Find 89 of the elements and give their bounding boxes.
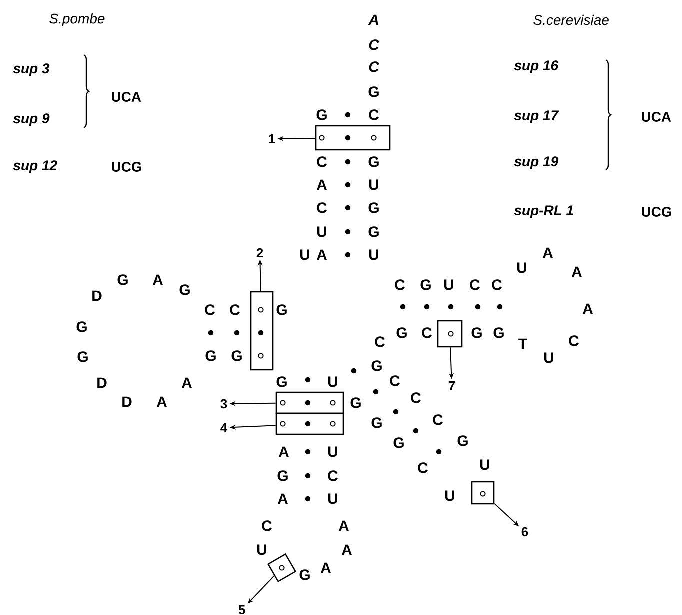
nucleotide-letter: C xyxy=(205,304,215,316)
callout-number: 5 xyxy=(238,605,246,615)
gene-name: sup 16 xyxy=(514,60,559,74)
nucleotide-letter: A xyxy=(156,396,168,408)
nucleotide-letter: G xyxy=(118,274,128,286)
nucleotide-letter: C xyxy=(411,392,421,404)
nucleotide-letter: D xyxy=(92,290,102,302)
codon-label: UCG xyxy=(642,207,672,217)
callout-number: 4 xyxy=(220,424,228,432)
nucleotide-letter: C xyxy=(569,336,579,346)
nucleotide-letter: U xyxy=(517,262,526,274)
nucleotide-letter: A xyxy=(316,250,328,260)
highlight-box xyxy=(276,392,344,414)
nucleotide-letter: G xyxy=(180,284,190,296)
nucleotide-letter: U xyxy=(317,226,326,238)
nucleotide-letter: C xyxy=(369,40,380,50)
nucleotide-letter: G xyxy=(396,328,407,338)
gene-name: sup 17 xyxy=(514,110,560,124)
nucleotide-letter: G xyxy=(368,86,379,98)
nucleotide-letter: C xyxy=(395,280,405,290)
nucleotide-letter: U xyxy=(544,352,554,364)
codon-label: UCG xyxy=(112,162,142,172)
callout-number: 1 xyxy=(269,134,276,144)
nucleotide-letter: A xyxy=(542,248,554,258)
callout-number: 3 xyxy=(220,399,228,409)
nucleotide-letter: U xyxy=(300,250,310,260)
nucleotide-letter: U xyxy=(369,180,378,190)
highlight-box xyxy=(276,412,344,436)
nucleotide-letter: G xyxy=(350,398,361,408)
nucleotide-letter: A xyxy=(368,14,378,26)
nucleotide-letter: C xyxy=(470,280,480,290)
nucleotide-letter: G xyxy=(276,376,287,388)
species-name: S.pombe xyxy=(50,13,105,27)
nucleotide-letter: A xyxy=(572,266,582,278)
codon-label: UCA xyxy=(112,92,142,102)
gene-name: sup 9 xyxy=(13,114,50,126)
codon-label: UCA xyxy=(642,112,672,122)
nucleotide-letter: A xyxy=(182,378,192,388)
nucleotide-letter: G xyxy=(368,226,379,238)
highlight-box xyxy=(250,291,274,371)
species-name: S.cerevisiae xyxy=(534,14,609,26)
callout-number: 2 xyxy=(256,248,264,258)
nucleotide-letter: U xyxy=(369,250,378,260)
nucleotide-letter: G xyxy=(278,470,288,482)
nucleotide-letter: U xyxy=(257,544,266,556)
nucleotide-letter: C xyxy=(492,280,502,290)
nucleotide-letter: U xyxy=(445,490,454,502)
nucleotide-letter: A xyxy=(342,544,352,556)
nucleotide-letter: G xyxy=(78,352,88,362)
nucleotide-letter: A xyxy=(320,562,332,574)
nucleotide-letter: D xyxy=(98,378,107,388)
nucleotide-letter: C xyxy=(418,462,428,474)
gene-name: sup 19 xyxy=(514,156,558,170)
nucleotide-letter: A xyxy=(278,446,290,458)
nucleotide-letter: G xyxy=(458,436,468,446)
nucleotide-letter: C xyxy=(369,62,380,72)
nucleotide-letter: D xyxy=(122,396,132,408)
nucleotide-letter: A xyxy=(338,520,350,532)
nucleotide-letter: U xyxy=(328,446,338,458)
nucleotide-letter: G xyxy=(394,438,404,448)
nucleotide-letter: A xyxy=(152,274,164,286)
nucleotide-letter: G xyxy=(420,280,431,290)
callout-number: 7 xyxy=(448,382,456,390)
nucleotide-letter: G xyxy=(372,360,382,372)
callout-number: 6 xyxy=(522,527,528,537)
nucleotide-letter: G xyxy=(372,418,382,428)
nucleotide-letter: A xyxy=(278,494,288,504)
nucleotide-letter: U xyxy=(328,376,338,388)
nucleotide-letter: A xyxy=(582,304,594,314)
nucleotide-letter: C xyxy=(375,336,385,348)
highlight-box xyxy=(471,481,495,505)
nucleotide-letter: G xyxy=(76,322,87,332)
nucleotide-letter: A xyxy=(316,180,328,190)
nucleotide-letter: C xyxy=(433,414,443,426)
highlight-box xyxy=(315,125,391,151)
gene-name: sup 12 xyxy=(13,160,58,174)
gene-name: sup-RL 1 xyxy=(514,206,574,218)
gene-name: sup 3 xyxy=(13,64,50,76)
nucleotide-letter: U xyxy=(328,494,338,504)
nucleotide-letter: C xyxy=(262,520,272,532)
nucleotide-letter: G xyxy=(494,328,504,338)
nucleotide-letter: C xyxy=(390,376,400,386)
nucleotide-letter: T xyxy=(518,338,528,350)
nucleotide-letter: C xyxy=(317,202,327,214)
nucleotide-letter: U xyxy=(444,280,454,290)
nucleotide-letter: G xyxy=(206,350,216,362)
nucleotide-letter: G xyxy=(368,202,379,214)
highlight-box xyxy=(437,320,463,348)
nucleotide-letter: C xyxy=(328,470,338,482)
